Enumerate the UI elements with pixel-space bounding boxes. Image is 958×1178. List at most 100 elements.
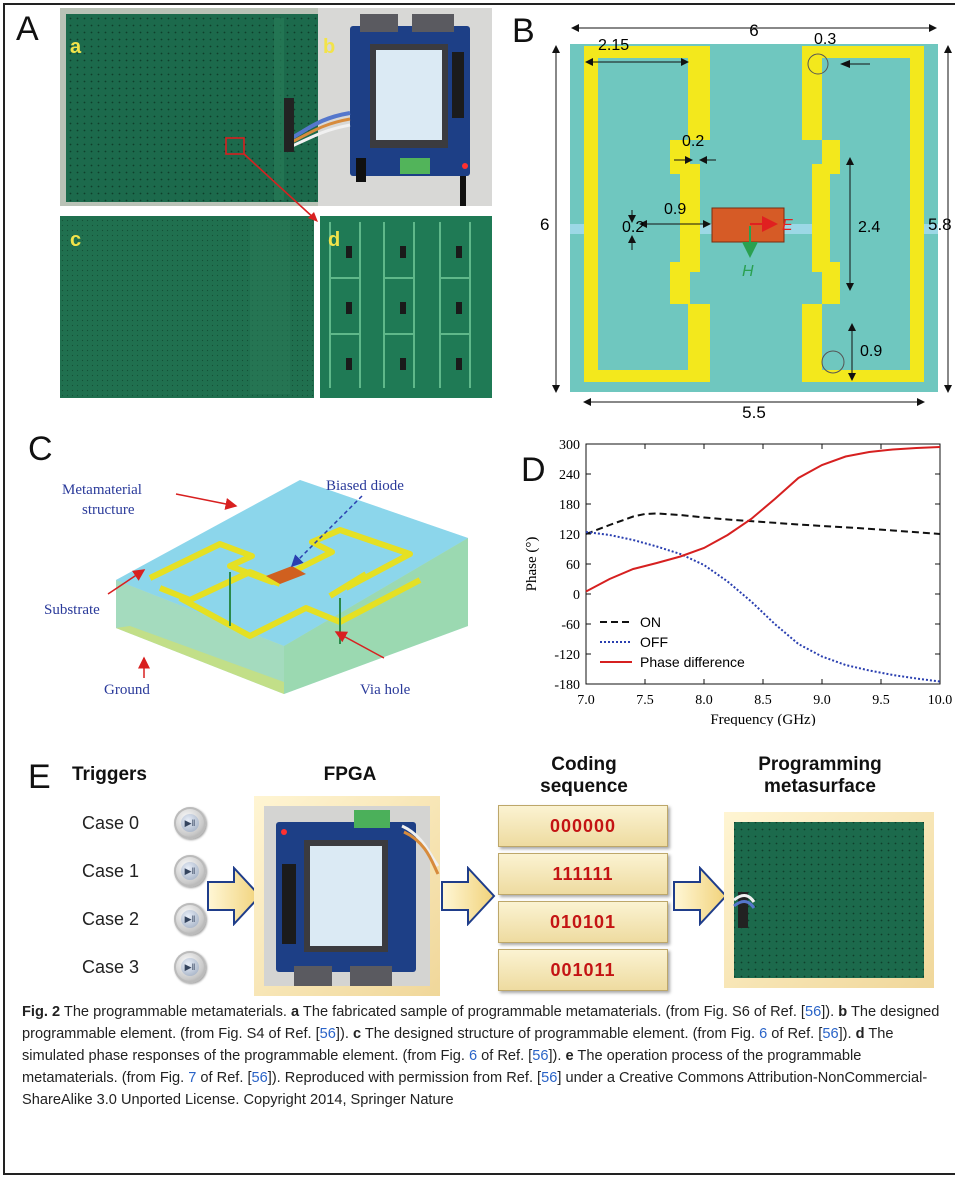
series-line-on [585,512,941,535]
y-tick-label: 240 [559,468,580,483]
caption-d-end: ]). [548,1048,566,1064]
trigger-case-0: Case 0 ▶‖ [78,807,208,841]
sub-label-a: a [70,36,82,58]
dim-height-left: 6 [540,215,549,234]
case-label: Case 0 [82,813,140,833]
panel-c-label: C [28,430,53,468]
x-tick-label: 7.5 [636,693,654,708]
photo-c-back [60,216,314,398]
caption-e-mid: of Ref. [ [196,1070,252,1086]
caption-c-mid: of Ref. [ [767,1026,823,1042]
coding-title: Coding sequence [500,754,668,798]
x-tick-label: 7.0 [577,693,595,708]
trigger-case-2: Case 2 ▶‖ [78,903,208,937]
legend-label: Phase difference [640,654,745,670]
dim-03: 0.3 [814,31,836,48]
trigger-button-case-2[interactable]: ▶‖ [174,903,206,935]
caption-fig-number: Fig. 2 [22,1004,61,1020]
fpga-title: FPGA [323,764,377,785]
caption-d-mid: of Ref. [ [477,1048,533,1064]
caption-reproduced-text: Reproduced with permission from Ref. [ [280,1070,542,1086]
caption-b-letter: b [838,1004,848,1020]
figure-frame [3,3,955,1175]
caption-c-letter: c [352,1026,362,1042]
code-sequence-0: 000000 [498,805,668,847]
caption-d-letter: d [855,1026,865,1042]
caption-e-letter: e [565,1048,574,1064]
trigger-button-case-1[interactable]: ▶‖ [174,855,206,887]
panel-b-label: B [512,12,535,50]
fig-7-link[interactable]: 7 [188,1070,197,1086]
caption-a-text: The fabricated sample of programmable me… [299,1004,805,1020]
caption-title: The programmable metamaterials. [60,1004,292,1020]
caption-a-end: ]). [821,1004,839,1020]
ref-56-link[interactable]: 56 [541,1070,558,1086]
dim-width-bottom: 5.5 [742,403,766,422]
play-pause-icon: ▶‖ [181,814,199,832]
programming-title: Programming metasurface [720,754,920,798]
dim-215: 2.15 [598,37,629,54]
panel-c-structure-3d: Metamaterial structure Biased diode Subs… [44,478,468,698]
ref-56-link[interactable]: 56 [822,1026,839,1042]
label-via-hole: Via hole [360,682,411,698]
dim-height-right: 5.8 [928,215,952,234]
metasurface-photo [724,812,934,988]
panel-d-label: D [521,451,546,489]
coding-title-line1: Coding [551,754,617,775]
fig-6-link[interactable]: 6 [468,1048,478,1064]
x-tick-label: 9.5 [872,693,890,708]
y-tick-label: 0 [573,588,580,603]
ref-56-link[interactable]: 56 [251,1070,268,1086]
y-tick-label: -180 [554,678,580,693]
ref-56-link[interactable]: 56 [319,1026,336,1042]
series-line-off [585,531,941,683]
play-pause-icon: ▶‖ [181,958,199,976]
caption-b-text: The designed programmable element. (from… [22,1004,940,1042]
x-tick-label: 8.0 [695,693,713,708]
series-line-phase-difference [585,446,941,593]
play-pause-icon: ▶‖ [181,910,199,928]
panel-b-element-diagram: 6 6 5.8 5.5 2.15 0.3 0.2 0.2 0.9 2.4 0.9… [540,21,952,422]
figure-caption: Fig. 2 The programmable metamaterials. a… [22,1001,942,1111]
code-sequence-3: 001011 [498,949,668,991]
y-axis-label: Phase (°) [524,537,540,592]
triggers-title: Triggers [72,764,147,785]
ref-56-link[interactable]: 56 [532,1048,549,1064]
sub-label-d: d [328,229,341,251]
ref-56-link[interactable]: 56 [805,1004,822,1020]
arrow-right-icon [673,866,728,926]
label-ground: Ground [104,682,150,698]
y-tick-label: 300 [559,438,580,453]
programming-title-line2: metasurface [764,775,876,797]
code-sequence-1: 111111 [498,853,668,895]
code-sequence-2: 010101 [498,901,668,943]
trigger-case-1: Case 1 ▶‖ [78,855,208,889]
h-field-label: H [742,263,754,280]
y-tick-label: -120 [554,648,580,663]
play-pause-icon: ▶‖ [181,862,199,880]
y-tick-label: 120 [559,528,580,543]
coding-title-line2: sequence [540,775,628,797]
y-tick-label: 180 [559,498,580,513]
legend-label: OFF [640,634,668,650]
trigger-button-case-3[interactable]: ▶‖ [174,951,206,983]
photo-b-fpga [284,8,492,206]
photo-a-metasurface [60,8,318,206]
dim-24: 2.4 [858,219,880,236]
panel-e-label: E [28,758,51,796]
photo-d-closeup [320,216,492,398]
panel-a-label: A [16,10,39,48]
caption-license: ] under a Creative Commons Attribution-N… [22,1070,928,1108]
trigger-button-case-0[interactable]: ▶‖ [174,807,206,839]
caption-b-end: ]). [335,1026,353,1042]
e-field-label: E [782,217,793,234]
caption-c-text: The designed structure of programmable e… [361,1026,760,1042]
x-axis-label: Frequency (GHz) [710,712,815,726]
dim-09-gap: 0.9 [664,201,686,218]
caption-e-end: ]). [267,1070,281,1086]
legend-label: ON [640,614,661,630]
caption-e-text: The operation process of the programmabl… [22,1048,862,1086]
y-tick-label: -60 [561,618,580,633]
fig-6-link[interactable]: 6 [759,1026,768,1042]
